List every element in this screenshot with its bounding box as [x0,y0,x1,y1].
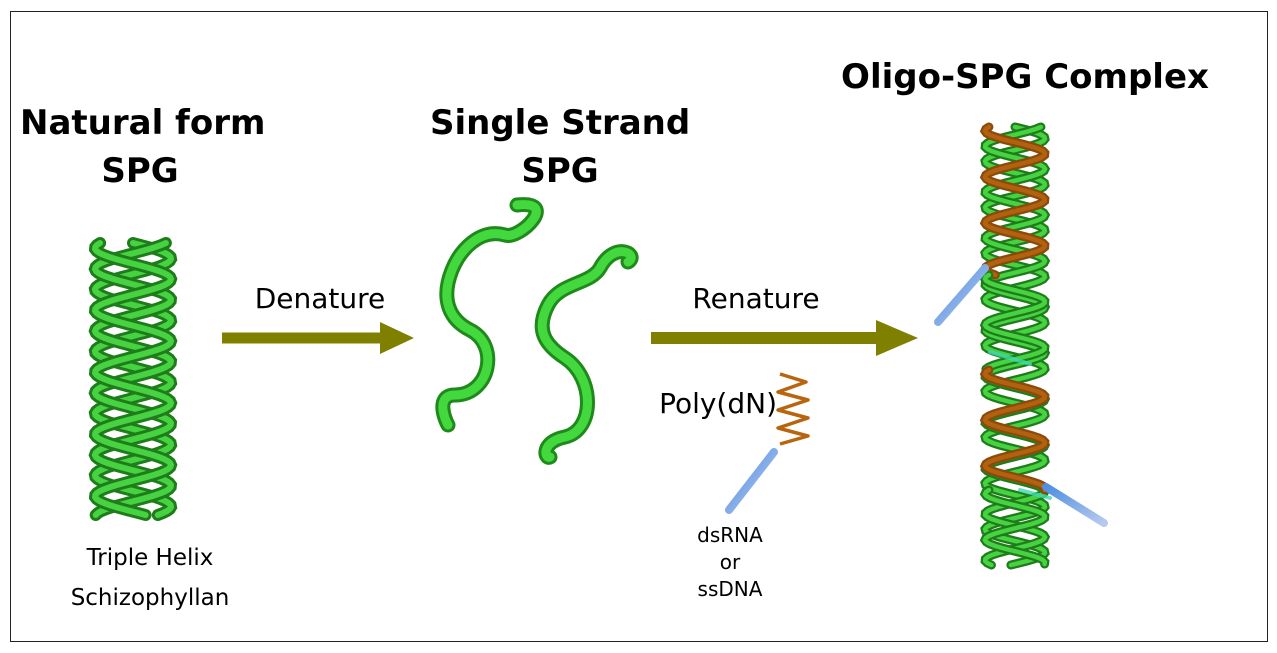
caption-line1: Triple Helix [86,545,214,571]
polydn-label: Poly(dN) [659,387,777,420]
nucleic-label-line1: dsRNA [697,523,763,547]
natural-title-line1: Natural form [20,103,266,143]
complex-polydn-strand-bottom-highlight [982,367,1048,493]
complex-spg-strand-3a-highlight [982,272,1048,372]
nucleic-label-line3: ssDNA [697,577,763,601]
triple-helix-strand-1-highlight [91,240,175,518]
triple-helix-strand-3-highlight [91,240,175,518]
single-title-line2: SPG [521,151,599,191]
oligo-spg-complex-helix [979,122,1051,570]
figure-frame [10,11,1268,642]
polydn-coil [776,372,810,446]
complex-title: Oligo-SPG Complex [841,57,1209,97]
complex-nucleic-rods [934,264,1108,527]
renature-arrow [651,320,918,356]
nucleic-acid-rod [725,448,778,514]
denature-label: Denature [254,282,386,315]
nucleic-label-line2: or [719,550,741,574]
renature-label: Renature [692,282,820,315]
natural-title-line2: SPG [101,151,179,191]
triple-helix-spg [88,237,178,521]
denature-arrow [222,322,414,354]
complex-spg-strand-3b-highlight [982,487,1048,567]
caption-line2: Schizophyllan [70,585,230,611]
single-title-line1: Single Strand [430,103,691,143]
complex-polydn-strand-top-highlight [982,124,1048,278]
single-strand-spg [435,197,639,465]
